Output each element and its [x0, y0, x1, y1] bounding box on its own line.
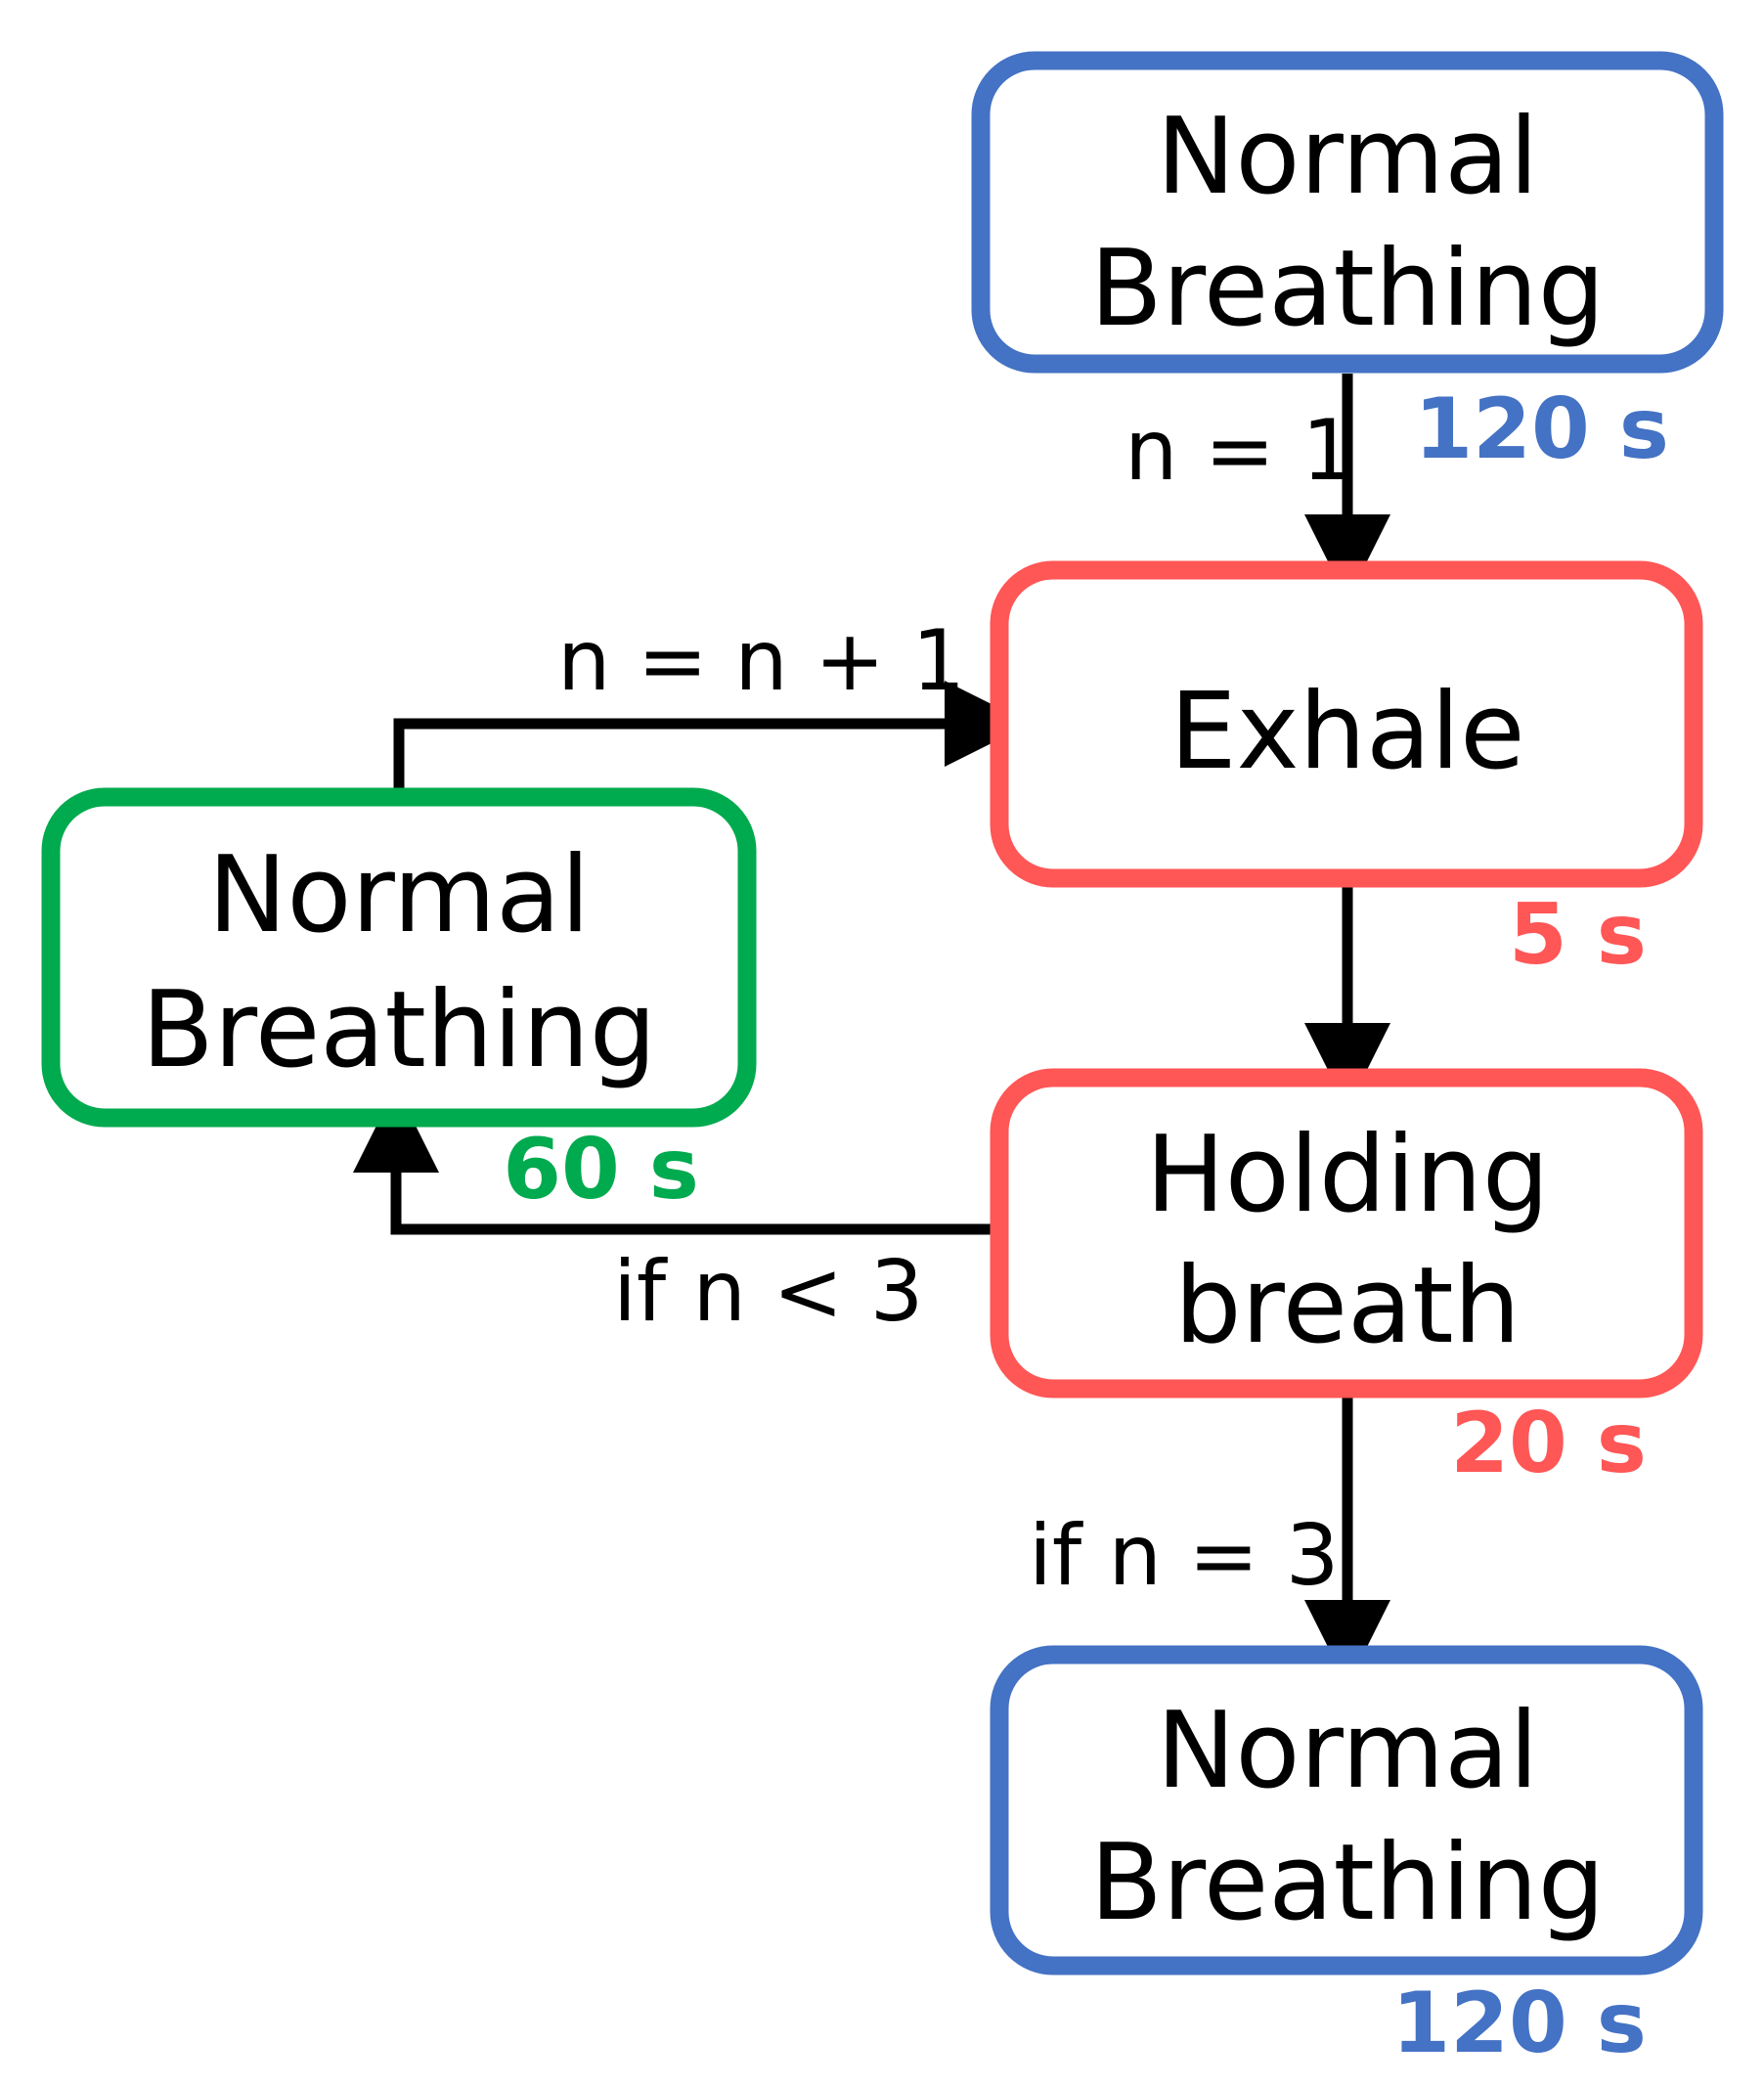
node-end-box	[990, 1645, 1703, 1975]
node-start-duration: 120 s	[1414, 380, 1669, 478]
node-start: Normal Breathing 120 s	[971, 51, 1724, 478]
edge-label-increment: n = n + 1	[557, 612, 965, 710]
node-rest-line1: Normal	[208, 834, 591, 956]
edge-label-loop: if n < 3	[613, 1243, 923, 1341]
node-start-box	[971, 51, 1724, 374]
edge-label-finish: if n = 3	[1029, 1507, 1339, 1605]
node-exhale: Exhale 5 s	[990, 560, 1703, 984]
node-exhale-duration: 5 s	[1509, 886, 1647, 984]
arrow-rest-to-exhale	[393, 681, 1031, 794]
node-hold-line2: breath	[1174, 1245, 1521, 1367]
node-end-line2: Breathing	[1090, 1822, 1606, 1944]
node-end: Normal Breathing 120 s	[990, 1645, 1703, 2072]
node-rest-box	[41, 787, 757, 1128]
edge-label-init: n = 1	[1125, 402, 1355, 500]
node-rest: Normal Breathing 60 s	[41, 787, 757, 1219]
node-start-line1: Normal	[1157, 96, 1539, 218]
arrow-hold-to-rest	[353, 1087, 999, 1235]
node-rest-line2: Breathing	[142, 969, 657, 1091]
node-exhale-label: Exhale	[1169, 671, 1524, 793]
node-start-line2: Breathing	[1090, 228, 1606, 350]
node-exhale-box	[990, 560, 1703, 888]
node-hold: Holding breath 20 s	[990, 1068, 1703, 1492]
node-rest-duration: 60 s	[503, 1121, 699, 1219]
node-end-duration: 120 s	[1391, 1975, 1647, 2072]
node-hold-box	[990, 1068, 1703, 1398]
node-hold-line1: Holding	[1146, 1114, 1550, 1236]
node-hold-duration: 20 s	[1450, 1395, 1647, 1492]
node-end-line1: Normal	[1157, 1690, 1539, 1812]
